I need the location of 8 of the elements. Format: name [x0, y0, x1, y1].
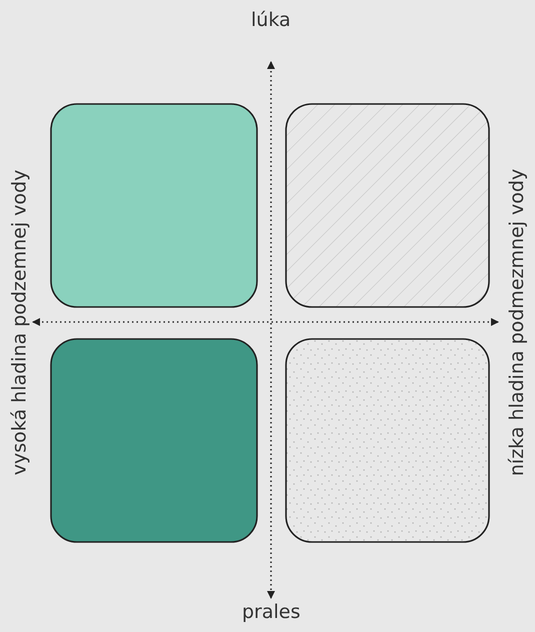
axis-label: prales	[242, 602, 300, 622]
axis-label: vysoká hladina podzemnej vody	[9, 169, 30, 475]
quadrant-tile	[285, 338, 490, 543]
axis-label: nízka hladina podmezmnej vody	[506, 168, 528, 476]
quadrant-tile	[50, 338, 258, 543]
quadrant-tile	[50, 103, 258, 308]
axis-label: lúka	[251, 10, 291, 30]
quadrant-tile	[285, 103, 490, 308]
